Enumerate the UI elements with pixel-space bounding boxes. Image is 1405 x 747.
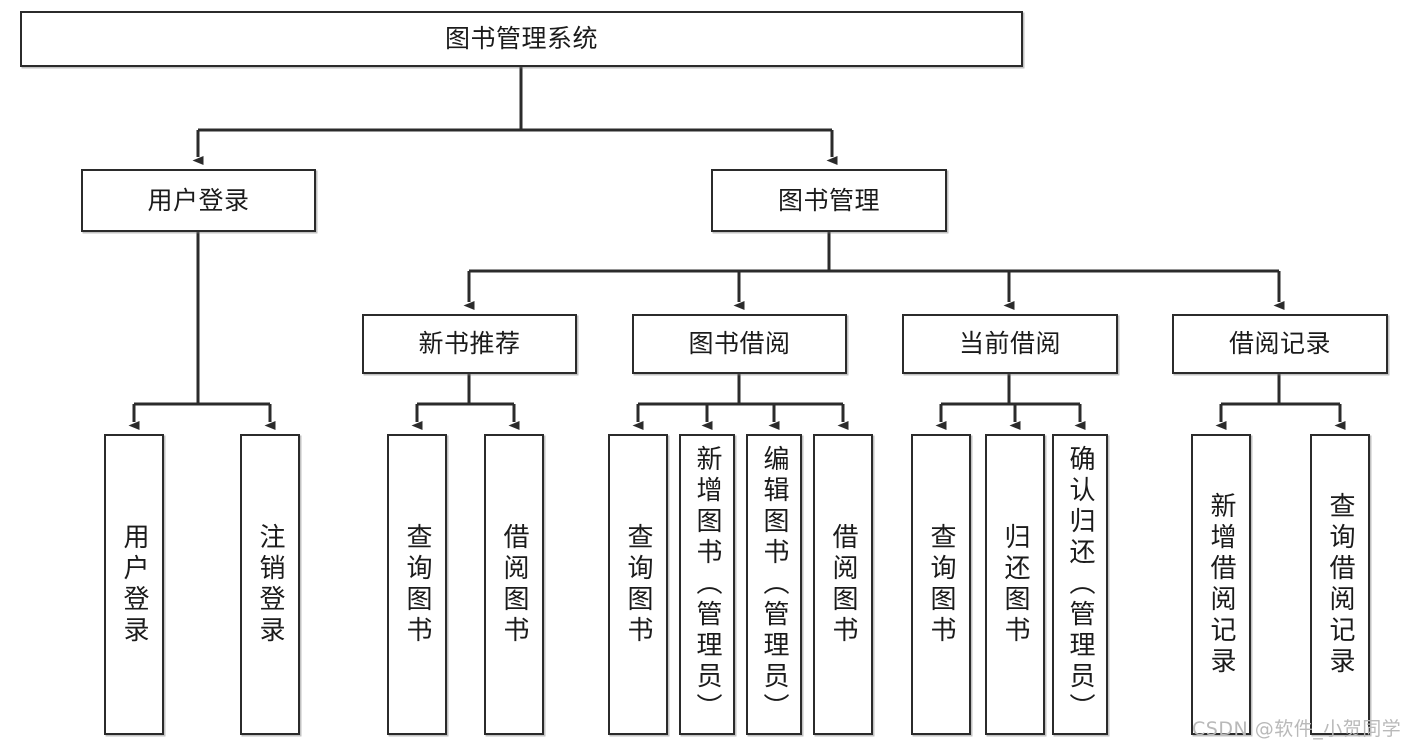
node-borrow-record[interactable]: 借阅记录 xyxy=(1172,314,1388,374)
node-book-management[interactable]: 图书管理 xyxy=(711,169,947,232)
node-root[interactable]: 图书管理系统 xyxy=(20,11,1023,67)
edges-newbook-to-leaves xyxy=(411,374,520,430)
csdn-watermark: CSDN @软件_小贺同学 xyxy=(1192,718,1402,740)
leaf-borrow-book-2[interactable]: 借阅图书 xyxy=(813,434,873,735)
leaf-confirm-return-label: 确认归还（管理员） xyxy=(1065,445,1095,724)
node-book-borrow-label: 图书借阅 xyxy=(688,329,791,358)
leaf-user-login-label: 用户登录 xyxy=(119,522,149,647)
node-book-management-label: 图书管理 xyxy=(777,185,880,215)
edges-borrowrecord-to-leaves xyxy=(1215,374,1346,430)
node-user-login[interactable]: 用户登录 xyxy=(81,169,316,232)
leaf-edit-book-label: 编辑图书（管理员） xyxy=(759,445,789,724)
leaf-add-book-label: 新增图书（管理员） xyxy=(692,445,722,724)
node-new-book-recommend[interactable]: 新书推荐 xyxy=(362,314,577,374)
leaf-query-record-label: 查询借阅记录 xyxy=(1325,491,1355,678)
leaf-query-book-3-label: 查询图书 xyxy=(926,522,956,647)
edges-root-to-level2 xyxy=(192,67,838,165)
node-current-borrow-label: 当前借阅 xyxy=(958,329,1061,358)
leaf-edit-book[interactable]: 编辑图书（管理员） xyxy=(746,434,802,735)
leaf-return-book-label: 归还图书 xyxy=(1000,522,1030,647)
edges-bookborrow-to-leaves xyxy=(632,374,849,430)
leaf-add-record[interactable]: 新增借阅记录 xyxy=(1191,434,1251,735)
leaf-query-book-2-label: 查询图书 xyxy=(623,522,653,647)
leaf-user-login[interactable]: 用户登录 xyxy=(104,434,164,735)
edges-currentborrow-to-leaves xyxy=(935,374,1086,430)
leaf-confirm-return[interactable]: 确认归还（管理员） xyxy=(1052,434,1108,735)
node-user-login-label: 用户登录 xyxy=(147,185,250,215)
leaf-add-record-label: 新增借阅记录 xyxy=(1206,491,1236,678)
leaf-borrow-book-1[interactable]: 借阅图书 xyxy=(484,434,544,735)
node-borrow-record-label: 借阅记录 xyxy=(1228,329,1331,358)
leaf-logout[interactable]: 注销登录 xyxy=(240,434,300,735)
node-book-borrow[interactable]: 图书借阅 xyxy=(632,314,847,374)
edges-bookmanagement-to-level3 xyxy=(463,232,1285,310)
leaf-borrow-book-1-label: 借阅图书 xyxy=(499,522,529,647)
leaf-query-book-2[interactable]: 查询图书 xyxy=(608,434,668,735)
node-root-label: 图书管理系统 xyxy=(444,24,598,53)
leaf-query-book-3[interactable]: 查询图书 xyxy=(911,434,971,735)
leaf-query-record[interactable]: 查询借阅记录 xyxy=(1310,434,1370,735)
node-new-book-recommend-label: 新书推荐 xyxy=(418,329,521,358)
leaf-logout-label: 注销登录 xyxy=(255,522,285,647)
leaf-add-book[interactable]: 新增图书（管理员） xyxy=(679,434,735,735)
node-current-borrow[interactable]: 当前借阅 xyxy=(902,314,1118,374)
leaf-borrow-book-2-label: 借阅图书 xyxy=(828,522,858,647)
leaf-query-book-1[interactable]: 查询图书 xyxy=(387,434,447,735)
leaf-query-book-1-label: 查询图书 xyxy=(402,522,432,647)
leaf-return-book[interactable]: 归还图书 xyxy=(985,434,1045,735)
edges-userlogin-to-leaves xyxy=(128,232,276,430)
